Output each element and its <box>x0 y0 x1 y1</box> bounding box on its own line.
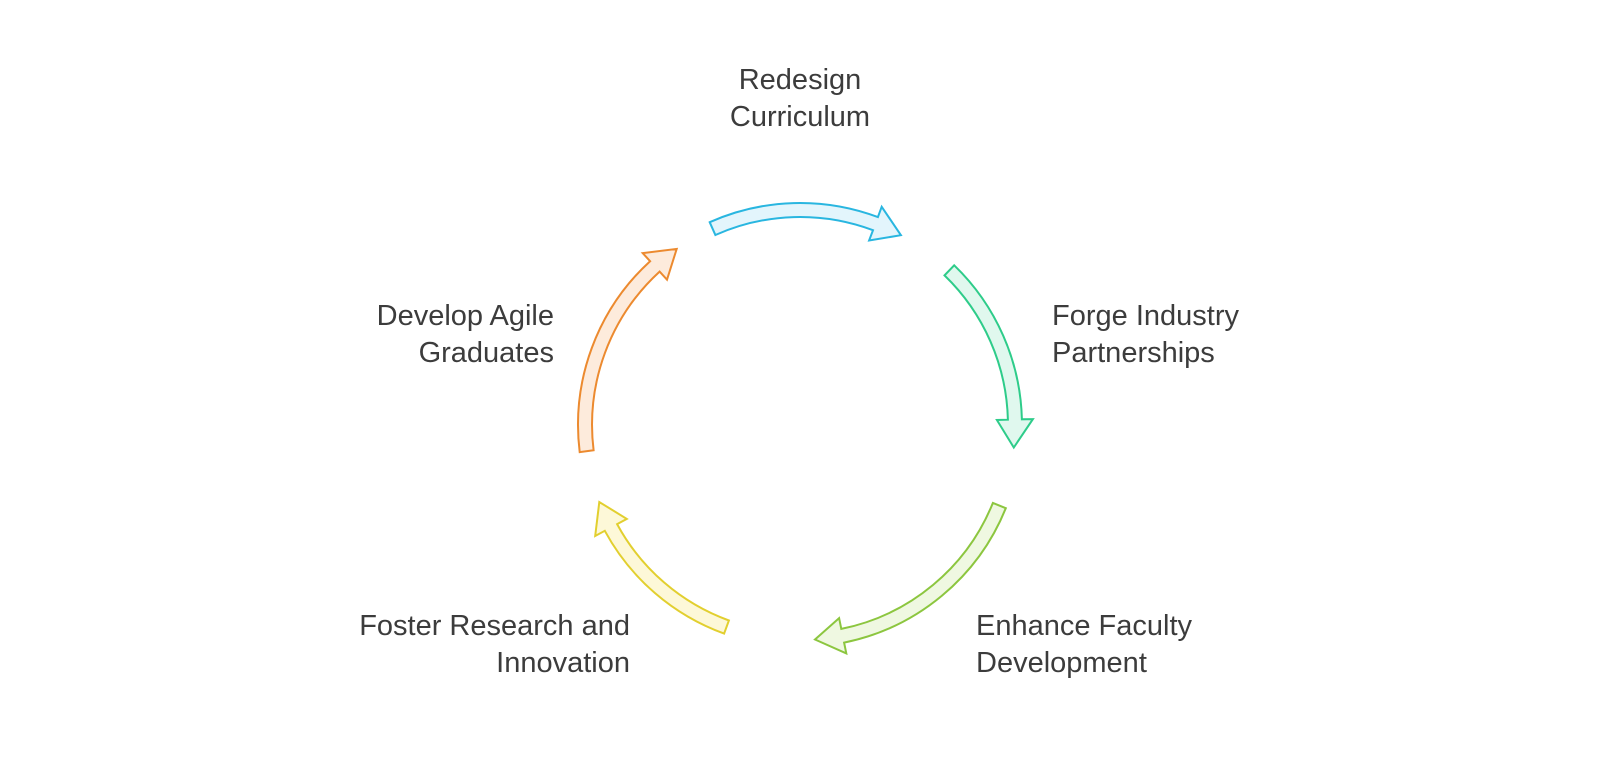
step-label-foster-research-innovation: Foster Research and Innovation <box>359 610 630 679</box>
step-label-forge-industry-partnerships: Forge Industry Partnerships <box>1052 300 1239 369</box>
step-label-develop-agile-graduates: Develop Agile Graduates <box>376 300 554 369</box>
arrow-develop-agile-graduates <box>577 247 679 454</box>
step-label-redesign-curriculum: Redesign Curriculum <box>729 64 871 133</box>
arrow-redesign-curriculum <box>708 202 903 242</box>
arrow-enhance-faculty-development <box>813 501 1008 656</box>
arrow-forge-industry-partnerships <box>943 263 1035 450</box>
arrow-foster-research-innovation <box>593 500 731 635</box>
step-label-enhance-faculty-development: Enhance Faculty Development <box>976 610 1193 679</box>
